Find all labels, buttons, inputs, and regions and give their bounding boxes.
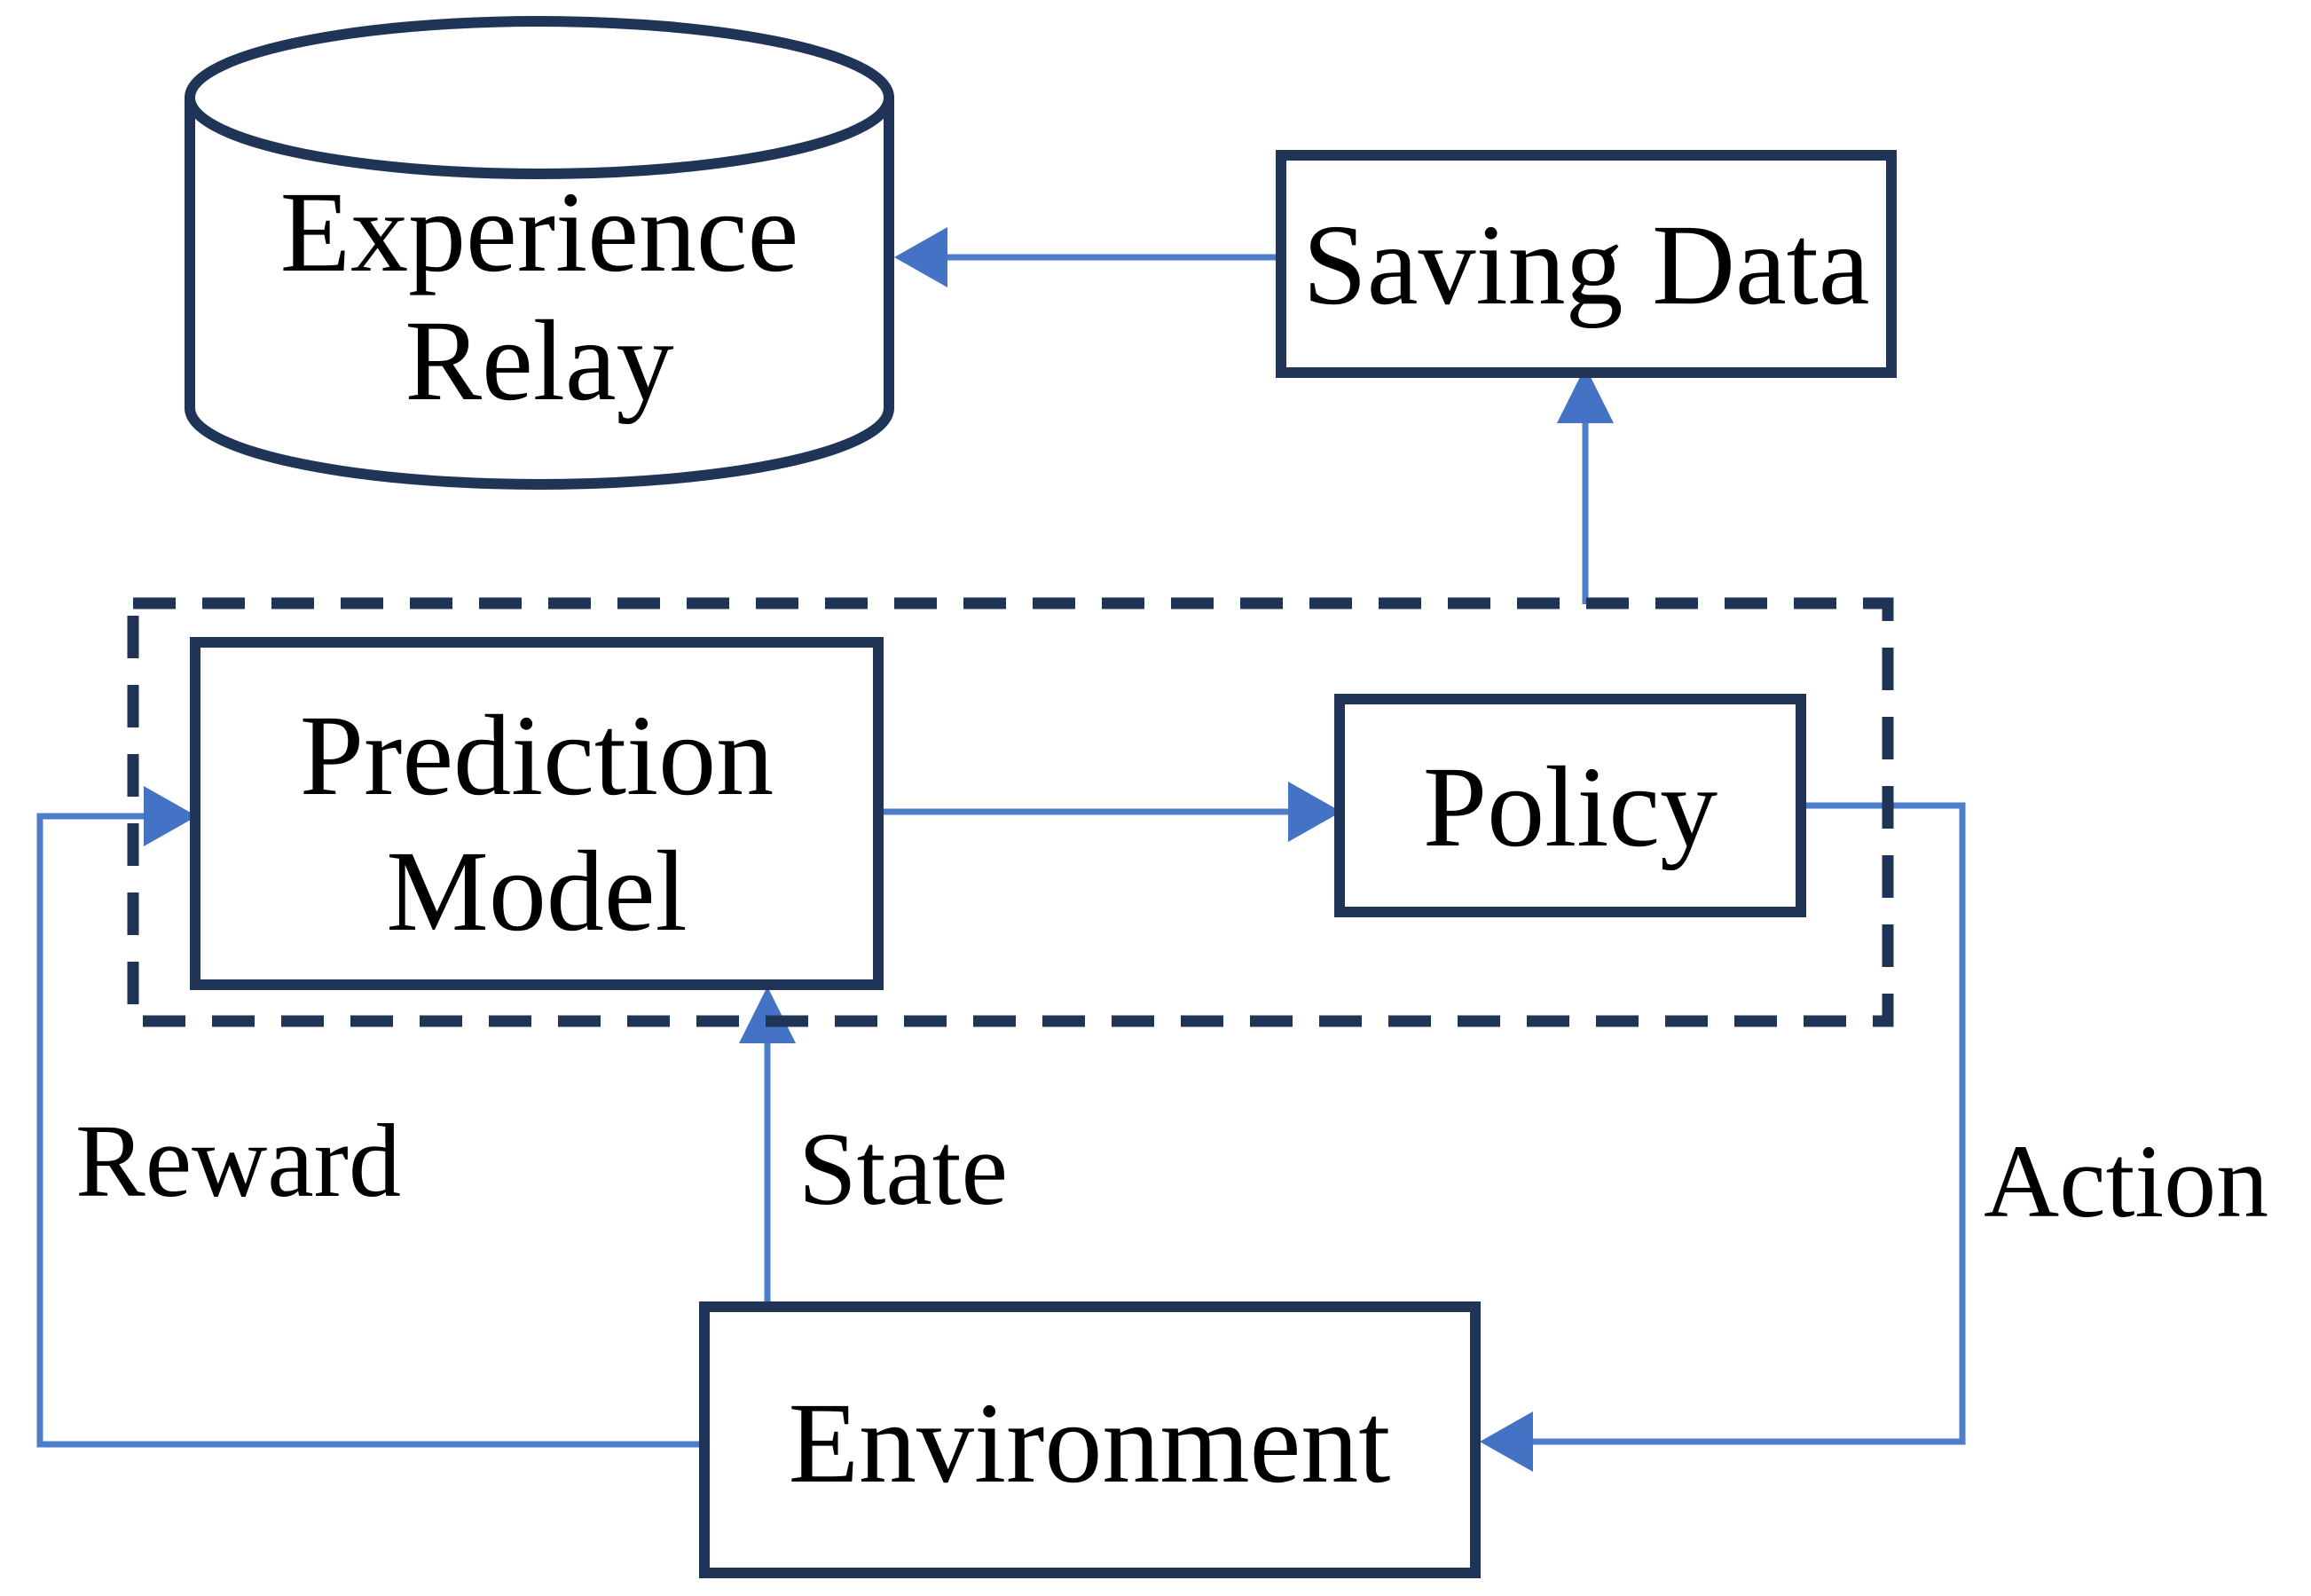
- edge-prediction-model-to-policy: [880, 782, 1341, 842]
- environment-box: [699, 1301, 1481, 1578]
- saving-data-label: Saving Data: [1302, 201, 1869, 329]
- policy-label: Policy: [1423, 743, 1718, 871]
- policy-box: [1334, 694, 1806, 917]
- edge-saving-data-to-experience-relay: [894, 227, 1281, 287]
- saving-data-box: [1276, 150, 1897, 378]
- connector-line: [36, 813, 704, 1448]
- state-label: State: [798, 1111, 1008, 1227]
- experience-relay-label-line1: Experience: [280, 169, 799, 296]
- arrowhead-left-icon: [894, 227, 947, 287]
- edge-action-policy-to-environment: [1480, 802, 1966, 1472]
- prediction-model-label-line2: Model: [386, 828, 687, 955]
- arrowhead-left-icon: [1480, 1411, 1533, 1472]
- edge-state-environment-to-prediction-model: [739, 987, 796, 1311]
- connector-line: [1529, 802, 1966, 1445]
- prediction-model-label-line1: Prediction: [300, 692, 774, 820]
- edge-reward-environment-to-prediction-model: [36, 786, 704, 1448]
- training-group-dashed-border: [127, 597, 1894, 1027]
- environment-label: Environment: [789, 1380, 1391, 1507]
- arrowhead-up-icon: [739, 987, 796, 1043]
- arrowhead-up-icon: [1557, 366, 1614, 423]
- arrowhead-right-icon: [1288, 782, 1341, 842]
- prediction-model-box: [190, 637, 884, 990]
- arrowhead-right-icon: [144, 786, 197, 846]
- cylinder-top: [185, 16, 894, 179]
- cylinder-body: [185, 98, 894, 490]
- action-label: Action: [1984, 1123, 2268, 1239]
- experience-relay-cylinder: [185, 16, 894, 490]
- reward-label: Reward: [75, 1103, 401, 1219]
- experience-relay-label-line2: Relay: [405, 297, 673, 425]
- edge-training-group-to-saving-data: [1557, 366, 1614, 604]
